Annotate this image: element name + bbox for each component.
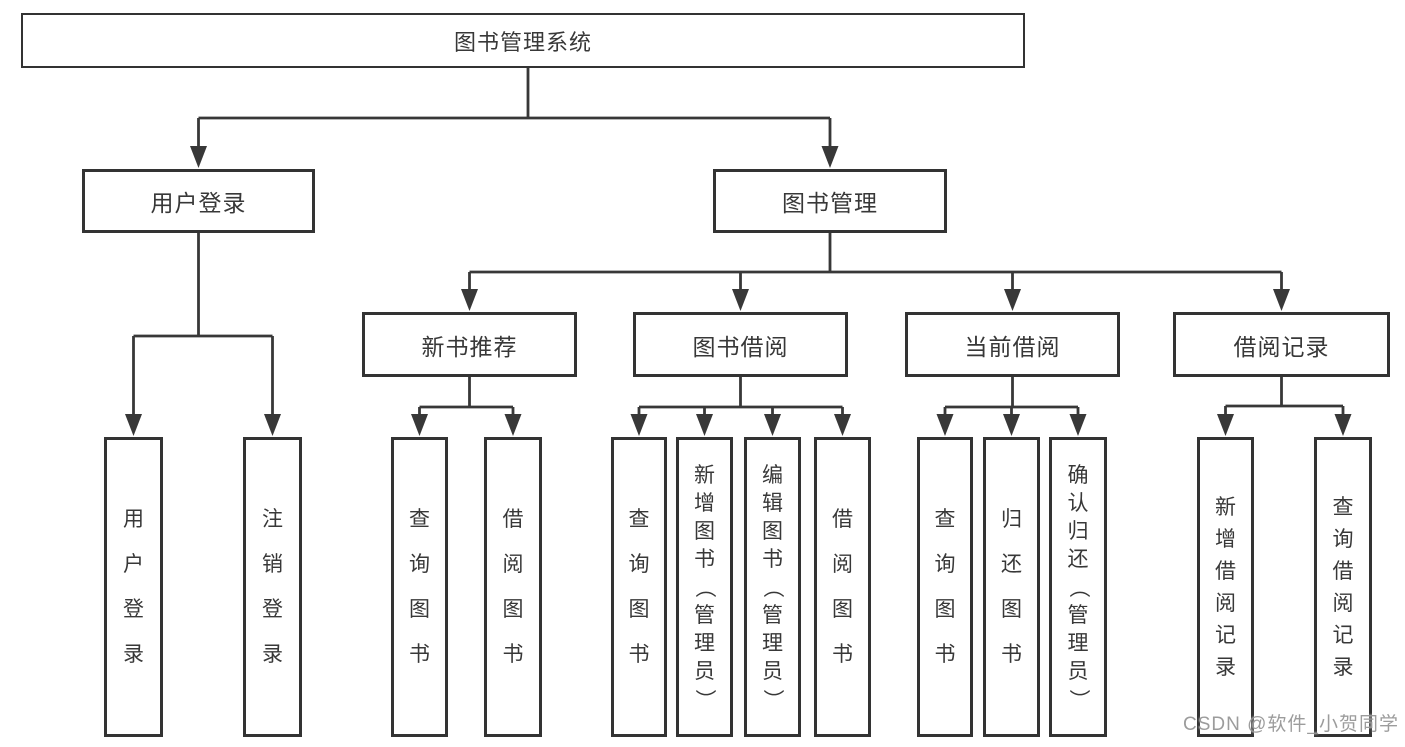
node-new-book-recommendation: 新书推荐 xyxy=(362,312,577,377)
leaf-query-borrow-record: 查询借阅记录 xyxy=(1314,437,1372,737)
node-current-borrowing: 当前借阅 xyxy=(905,312,1120,377)
leaf-query-books-3: 查询图书 xyxy=(917,437,973,737)
node-book-borrowing: 图书借阅 xyxy=(633,312,848,377)
leaf-logout: 注销登录 xyxy=(243,437,302,737)
node-library-management-system: 图书管理系统 xyxy=(21,13,1025,68)
leaf-user-login: 用户登录 xyxy=(104,437,163,737)
leaf-query-books: 查询图书 xyxy=(391,437,448,737)
leaf-return-books: 归还图书 xyxy=(983,437,1040,737)
csdn-watermark: CSDN @软件_小贺同学 xyxy=(1183,714,1399,735)
leaf-add-books-admin: 新增图书（管理员） xyxy=(676,437,733,737)
node-user-login: 用户登录 xyxy=(82,169,315,233)
leaf-query-books-2: 查询图书 xyxy=(611,437,667,737)
node-book-management: 图书管理 xyxy=(713,169,947,233)
leaf-edit-books-admin: 编辑图书（管理员） xyxy=(744,437,801,737)
node-borrowing-records: 借阅记录 xyxy=(1173,312,1390,377)
leaf-borrow-books-2: 借阅图书 xyxy=(814,437,871,737)
leaf-confirm-return-admin: 确认归还（管理员） xyxy=(1049,437,1107,737)
leaf-borrow-books: 借阅图书 xyxy=(484,437,542,737)
leaf-add-borrow-record: 新增借阅记录 xyxy=(1197,437,1254,737)
